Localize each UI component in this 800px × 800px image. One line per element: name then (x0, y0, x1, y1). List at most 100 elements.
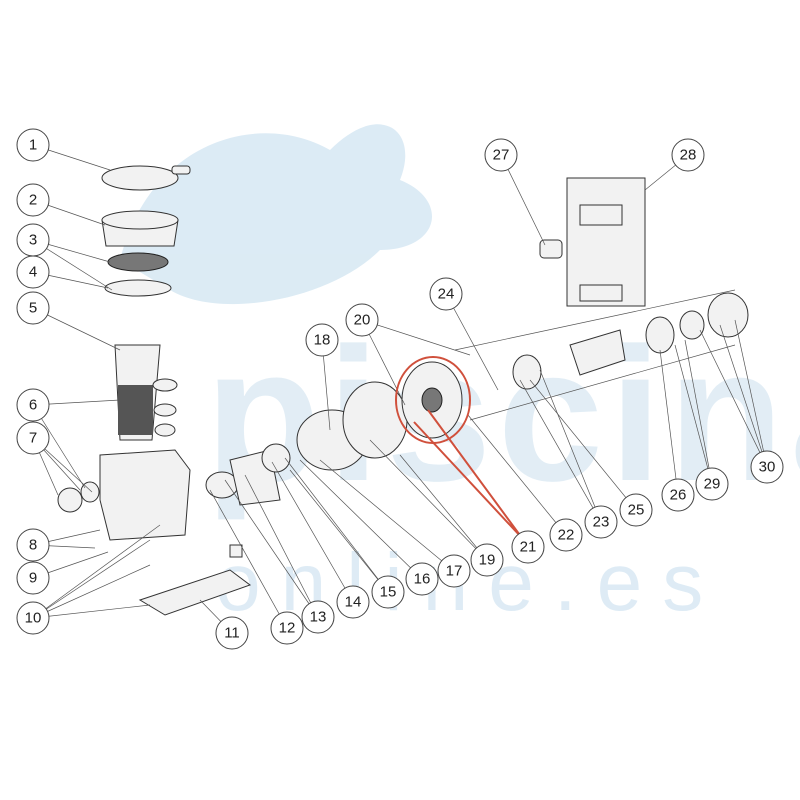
callout-circle (16, 255, 50, 289)
leader-line-10 (32, 604, 151, 619)
highlight-part-21 (395, 356, 523, 539)
callout-number: 10 (25, 610, 42, 627)
callout-circle (750, 450, 784, 484)
callout-2: 2 (16, 183, 50, 217)
callout-circle (671, 138, 705, 172)
callout-10: 10 (16, 601, 50, 635)
leader-line-17 (319, 459, 455, 572)
leader-line-22 (467, 414, 567, 536)
leader-line-10 (32, 539, 151, 619)
pump-body (99, 449, 191, 541)
leader-line-14 (271, 461, 354, 603)
callout-number: 20 (354, 312, 371, 329)
callout-1: 1 (16, 128, 50, 162)
callout-26: 26 (661, 478, 695, 512)
callout-circle (345, 303, 379, 337)
leader-line-23 (539, 369, 602, 523)
callout-number: 13 (310, 609, 327, 626)
callout-30: 30 (750, 450, 784, 484)
callout-15: 15 (371, 575, 405, 609)
leader-line-24 (445, 293, 499, 391)
leader-line-19 (399, 454, 488, 561)
callout-28: 28 (671, 138, 705, 172)
callout-circle (484, 138, 518, 172)
callout-number: 21 (520, 539, 537, 556)
lid (107, 252, 169, 272)
motor (569, 329, 626, 376)
leader-line-29 (674, 344, 713, 485)
callout-number: 18 (314, 332, 331, 349)
callout-circle (215, 616, 249, 650)
callout-circle (301, 600, 335, 634)
callout-circle (584, 505, 618, 539)
callout-12: 12 (270, 611, 304, 645)
callout-number: 28 (680, 147, 697, 164)
callout-circle (405, 562, 439, 596)
base-foot (138, 569, 252, 616)
leader-line-29 (684, 339, 713, 485)
callout-number: 3 (29, 232, 37, 249)
leader-line-23 (519, 379, 602, 523)
callout-number: 23 (593, 514, 610, 531)
parts (57, 165, 749, 616)
callout-circle (619, 493, 653, 527)
leader-line-19 (369, 439, 488, 561)
callout-circle (437, 554, 471, 588)
callout-number: 17 (446, 563, 463, 580)
callout-number: 5 (29, 300, 37, 317)
callout-6: 6 (16, 388, 50, 422)
callout-number: 1 (29, 137, 37, 154)
callout-number: 22 (558, 527, 575, 544)
callout-circle (549, 518, 583, 552)
callout-27: 27 (484, 138, 518, 172)
leader-line-30 (719, 324, 768, 468)
callout-circle (16, 128, 50, 162)
callout-circle (470, 543, 504, 577)
callout-number: 29 (704, 476, 721, 493)
callout-24: 24 (429, 277, 463, 311)
callout-circle (16, 561, 50, 595)
callout-circle (270, 611, 304, 645)
callout-number: 14 (345, 594, 362, 611)
callout-circle (16, 601, 50, 635)
callout-20: 20 (345, 303, 379, 337)
leader-line-16 (299, 459, 423, 580)
callout-number: 12 (279, 620, 296, 637)
lid-ring (101, 165, 179, 191)
callout-circle (695, 467, 729, 501)
callout-circle (16, 291, 50, 325)
capacitor (539, 239, 563, 259)
callout-circle (16, 388, 50, 422)
callout-circle (16, 183, 50, 217)
callout-25: 25 (619, 493, 653, 527)
leader-line-13 (224, 479, 319, 618)
callout-number: 9 (29, 570, 37, 587)
callout-number: 27 (493, 147, 510, 164)
callout-16: 16 (405, 562, 439, 596)
leader-line-20 (361, 319, 471, 356)
leader-line-30 (734, 319, 768, 468)
callout-13: 13 (301, 600, 335, 634)
callout-18: 18 (305, 323, 339, 357)
callout-number: 6 (29, 397, 37, 414)
callout-4: 4 (16, 255, 50, 289)
leader-line-15 (284, 457, 389, 593)
leader-line-26 (659, 349, 679, 496)
callout-5: 5 (16, 291, 50, 325)
callout-circle (305, 323, 339, 357)
leader-line-25 (529, 379, 637, 511)
callout-number: 15 (380, 584, 397, 601)
callout-19: 19 (470, 543, 504, 577)
callout-number: 26 (670, 487, 687, 504)
callout-circle (16, 528, 50, 562)
leader-line-12 (209, 489, 288, 629)
callout-number: 25 (628, 502, 645, 519)
callout-9: 9 (16, 561, 50, 595)
callout-number: 19 (479, 552, 496, 569)
callout-number: 30 (759, 459, 776, 476)
callout-circle (511, 530, 545, 564)
callout-23: 23 (584, 505, 618, 539)
callout-17: 17 (437, 554, 471, 588)
